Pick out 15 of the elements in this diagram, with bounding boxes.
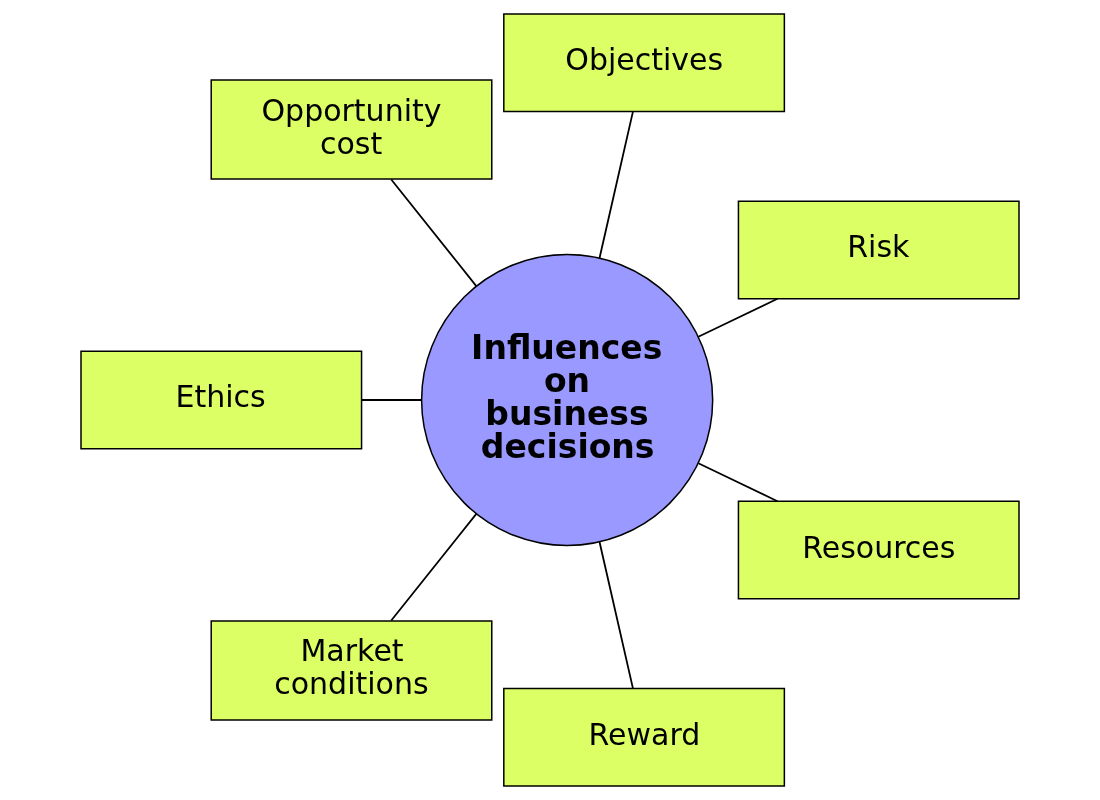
node-box: Objectives (503, 13, 786, 113)
node-circle: Influences on business decisions (420, 253, 714, 547)
connector (598, 110, 634, 259)
connector (598, 541, 634, 690)
node-box: Market conditions (210, 620, 493, 721)
node-box: Opportunity cost (210, 79, 493, 180)
connector (390, 178, 478, 287)
node-box: Reward (503, 687, 786, 787)
connector (390, 513, 478, 622)
node-box: Risk (737, 200, 1020, 300)
node-box: Ethics (80, 350, 363, 450)
connector (360, 399, 423, 401)
node-box: Resources (737, 500, 1020, 600)
connector (697, 462, 779, 503)
connector (697, 297, 779, 338)
